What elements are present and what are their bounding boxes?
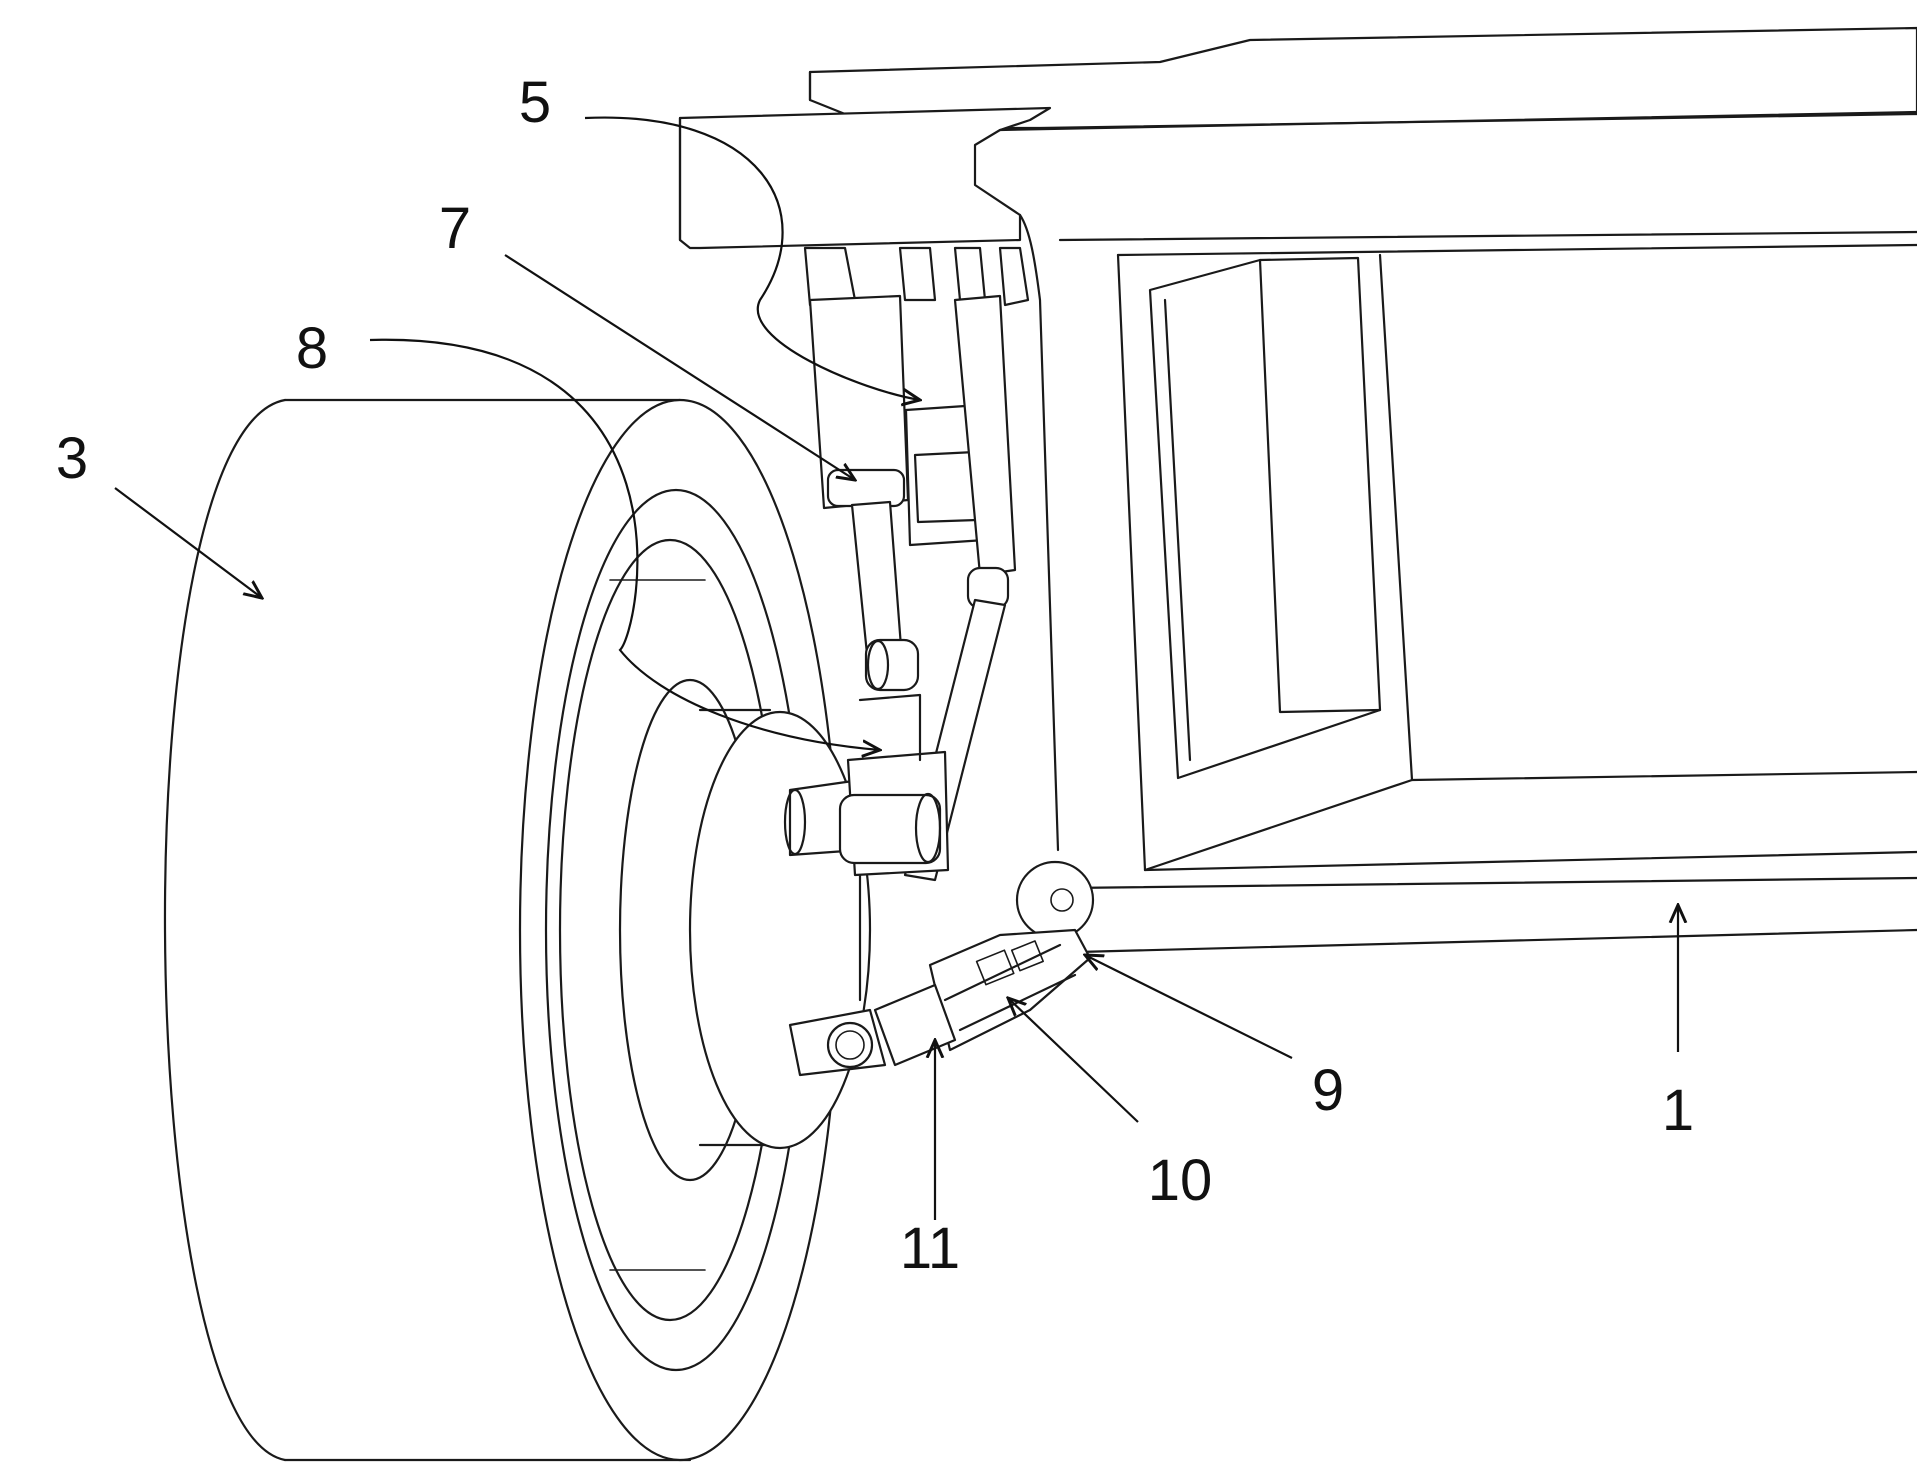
callout-3: 3 xyxy=(56,426,88,491)
callout-11: 11 xyxy=(900,1216,960,1281)
leader-8 xyxy=(369,338,880,750)
callout-5: 5 xyxy=(519,70,551,135)
callout-10: 10 xyxy=(1148,1148,1213,1213)
callout-1: 1 xyxy=(1662,1078,1694,1143)
wheel xyxy=(163,398,872,1462)
suspension-linkage xyxy=(803,246,1030,882)
leader-3 xyxy=(114,487,262,598)
leader-10 xyxy=(1008,998,1139,1123)
callout-leaders xyxy=(114,116,1678,1220)
callout-8: 8 xyxy=(296,316,328,381)
leader-7 xyxy=(504,254,855,480)
vehicle-frame xyxy=(678,26,1917,954)
leader-9 xyxy=(1085,955,1293,1059)
leader-5 xyxy=(584,116,920,400)
callout-7: 7 xyxy=(439,196,471,261)
callout-9: 9 xyxy=(1312,1058,1344,1123)
callout-labels: 5 7 8 3 1 9 10 11 xyxy=(56,70,1694,1281)
